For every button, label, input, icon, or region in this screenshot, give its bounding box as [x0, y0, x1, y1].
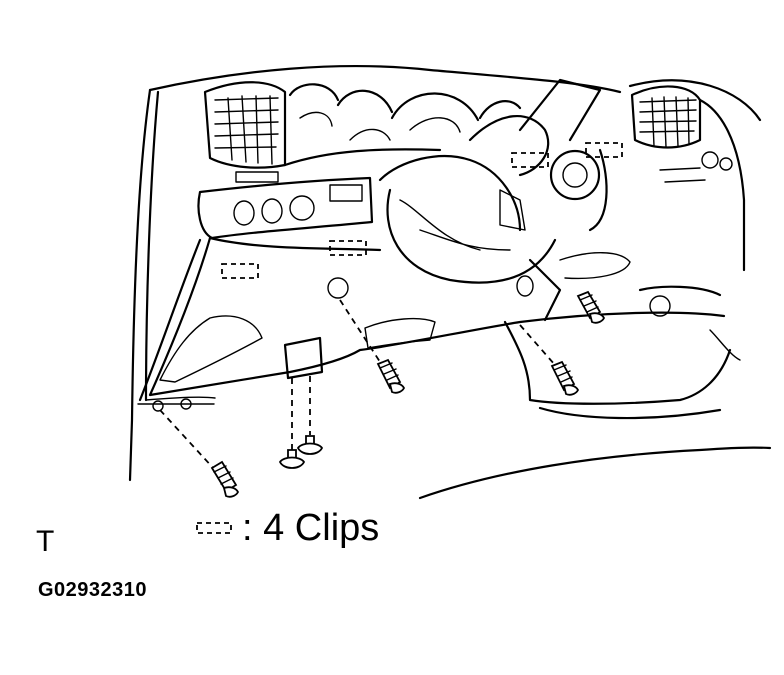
clip-marker [221, 263, 259, 279]
lower-cover-panel [137, 236, 726, 412]
lower-bracket [418, 320, 772, 500]
bolt [576, 290, 606, 324]
bolt [376, 358, 406, 394]
bolt [210, 460, 240, 498]
switch-panel [197, 171, 374, 240]
clip-locations [221, 142, 623, 279]
removal-guide-lines [159, 299, 556, 471]
clip-legend: : 4 Clips [196, 506, 379, 550]
push-clip [296, 435, 324, 455]
bolt [550, 360, 580, 396]
dashboard-outline [128, 65, 762, 482]
right-air-vent [630, 85, 746, 272]
marker-letter: T [36, 525, 55, 558]
push-clip [278, 449, 306, 469]
left-air-vent [203, 81, 287, 169]
clip-marker [329, 240, 367, 256]
dashed-clip-rectangle-icon [196, 522, 232, 534]
clip-marker [585, 142, 623, 158]
legend-label: : 4 Clips [242, 507, 380, 549]
clip-marker [511, 152, 549, 168]
gauge-cluster [283, 83, 522, 167]
steering-column [378, 78, 722, 322]
figure-id: G02932310 [38, 579, 148, 601]
